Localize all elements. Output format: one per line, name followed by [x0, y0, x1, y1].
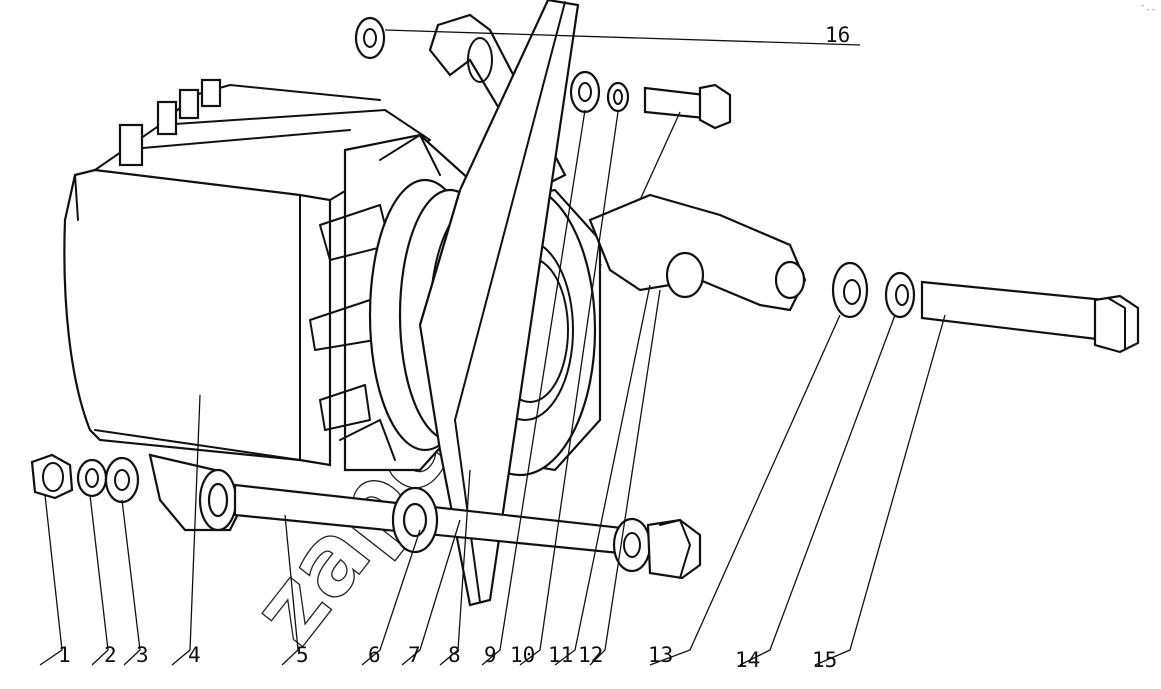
alternator-body: [63, 78, 431, 532]
callout-2: 2: [104, 643, 117, 667]
leader-lines: [39, 29, 946, 666]
callout-10: 10: [510, 643, 535, 667]
corner-mark: ¯--: [1140, 5, 1156, 15]
callout-4: 4: [188, 643, 201, 667]
callout-11: 11: [548, 643, 573, 667]
callout-5: 5: [296, 643, 309, 667]
callout-13: 13: [648, 643, 673, 667]
callout-labels: 1 2 3 4 5 6 7 8 9 10 11 12 13 14 15 16: [58, 23, 850, 672]
rear-fasteners: [30, 453, 140, 504]
tension-bracket: [588, 193, 807, 312]
callout-14: 14: [735, 648, 760, 672]
right-fasteners: [831, 261, 1140, 354]
callout-16: 16: [825, 23, 850, 47]
callout-12: 12: [578, 643, 603, 667]
callout-3: 3: [136, 643, 149, 667]
callout-7: 7: [408, 643, 421, 667]
callout-6: 6: [368, 643, 381, 667]
callout-8: 8: [448, 643, 461, 667]
callout-9: 9: [484, 643, 497, 667]
upper-fasteners: [354, 16, 732, 130]
callout-15: 15: [812, 648, 837, 672]
callout-1: 1: [58, 643, 71, 667]
